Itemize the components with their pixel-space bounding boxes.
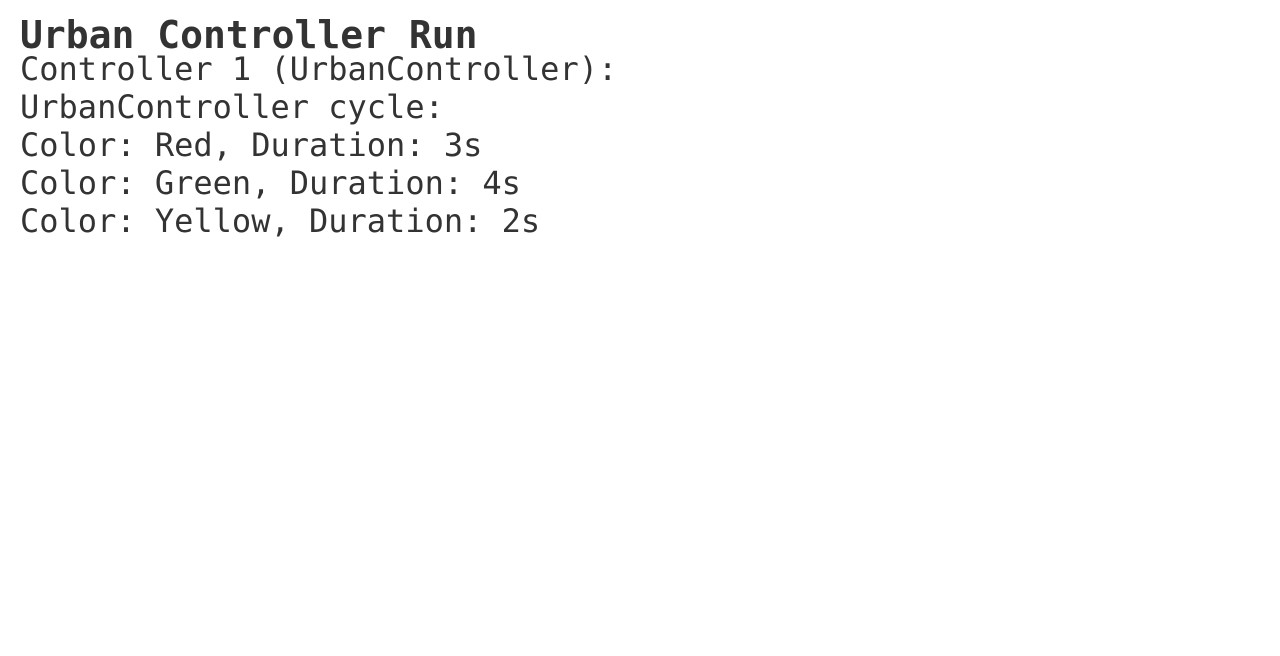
- output-line-color-yellow: Color: Yellow, Duration: 2s: [20, 202, 541, 240]
- output-log: Controller 1 (UrbanController): UrbanCon…: [20, 50, 1260, 240]
- output-line-color-red: Color: Red, Duration: 3s: [20, 126, 483, 164]
- page-title: Urban Controller Run: [20, 13, 478, 57]
- output-line-controller-header: Controller 1 (UrbanController):: [20, 50, 618, 88]
- output-line-color-green: Color: Green, Duration: 4s: [20, 164, 521, 202]
- output-line-cycle-header: UrbanController cycle:: [20, 88, 444, 126]
